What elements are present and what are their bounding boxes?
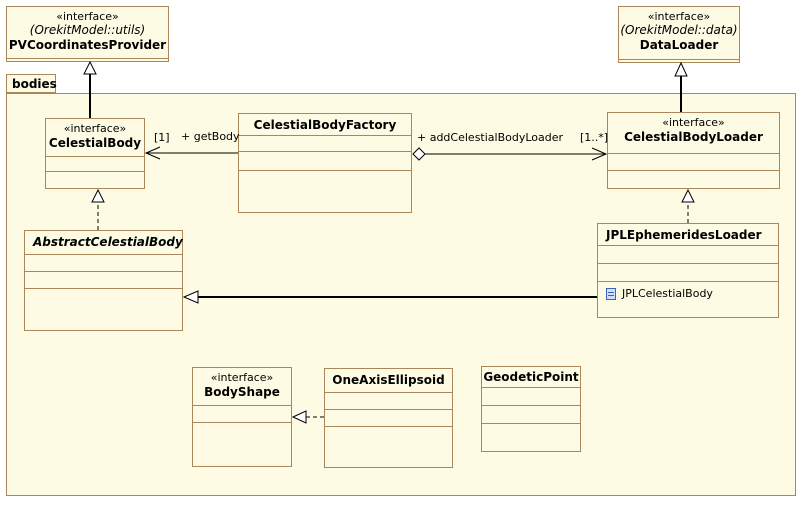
getbody-multiplicity: [1]: [154, 131, 170, 144]
celestialbodyfactory-class[interactable]: CelestialBodyFactory: [238, 113, 412, 213]
celestialbodyloader-header: «interface» CelestialBodyLoader: [608, 113, 779, 154]
stereotype: «interface»: [647, 10, 711, 23]
geodeticpoint-class[interactable]: GeodeticPoint: [481, 366, 581, 452]
inner-classes-compartment: JPLCelestialBody: [598, 282, 778, 317]
aggregation-addloader[interactable]: [412, 147, 608, 161]
celestialbody-header: «interface» CelestialBody: [46, 119, 144, 157]
attributes-compartment: [46, 157, 144, 172]
inner-class-member[interactable]: JPLCelestialBody: [598, 282, 778, 300]
stereotype: «interface»: [210, 371, 274, 384]
abstractcelestialbody-header: AbstractCelestialBody: [25, 231, 183, 255]
realization-jpl-loader[interactable]: [681, 188, 695, 223]
class-name: AbstractCelestialBody: [33, 235, 183, 249]
oneaxisellipsoid-class[interactable]: OneAxisEllipsoid: [324, 368, 453, 468]
celestialbodyfactory-header: CelestialBodyFactory: [239, 114, 411, 136]
class-name: PVCoordinatesProvider: [8, 38, 167, 52]
jplephemeridesloader-class[interactable]: JPLEphemeridesLoader JPLCelestialBody: [597, 223, 779, 318]
bodyshape-header: «interface» BodyShape: [193, 368, 291, 406]
class-name: CelestialBody: [48, 136, 142, 150]
inner-class-name: JPLCelestialBody: [622, 287, 713, 300]
generalization-celestialbody-pvprovider[interactable]: [83, 60, 97, 118]
dataloader-class[interactable]: «interface» (OrekitModel::data) DataLoad…: [618, 6, 740, 63]
addloader-multiplicity: [1..*]: [580, 131, 609, 144]
geodeticpoint-header: GeodeticPoint: [482, 367, 580, 388]
package-name: bodies: [12, 77, 57, 91]
stereotype: «interface»: [63, 122, 127, 135]
operations-compartment: [325, 410, 452, 427]
attributes-compartment: [608, 154, 779, 171]
class-name: CelestialBodyFactory: [253, 118, 397, 132]
class-name: JPLEphemeridesLoader: [606, 228, 762, 242]
class-name: OneAxisEllipsoid: [332, 373, 445, 387]
generalization-jplbody-abstract[interactable]: [182, 290, 597, 304]
attributes-compartment: [25, 255, 182, 272]
attributes-compartment: [193, 406, 291, 423]
realization-abstract-celestialbody[interactable]: [91, 188, 105, 230]
celestialbody-class[interactable]: «interface» CelestialBody: [45, 118, 145, 189]
class-icon: [606, 287, 616, 300]
class-name: DataLoader: [639, 38, 719, 52]
attributes-compartment: [482, 388, 580, 406]
namespace: (OrekitModel::utils): [29, 23, 146, 37]
class-name: BodyShape: [204, 385, 280, 399]
jplephemeridesloader-header: JPLEphemeridesLoader: [598, 224, 778, 246]
attributes-compartment: [325, 393, 452, 410]
class-name: GeodeticPoint: [483, 370, 579, 384]
operations-compartment: [482, 406, 580, 424]
celestialbodyloader-class[interactable]: «interface» CelestialBodyLoader: [607, 112, 780, 189]
stereotype: «interface»: [662, 116, 725, 129]
operations-compartment: [25, 272, 182, 289]
attributes-compartment: [239, 136, 411, 152]
operations-compartment: [598, 264, 778, 282]
stereotype: «interface»: [56, 10, 119, 23]
package-tab[interactable]: bodies: [6, 74, 57, 93]
attributes-compartment: [598, 246, 778, 264]
pvcoordinatesprovider-class[interactable]: «interface» (OrekitModel::utils) PVCoord…: [6, 6, 169, 62]
getbody-role: + getBody: [181, 130, 240, 143]
pvcoordinatesprovider-header: «interface» (OrekitModel::utils) PVCoord…: [7, 7, 168, 59]
bodyshape-class[interactable]: «interface» BodyShape: [192, 367, 292, 467]
generalization-loader-dataloader[interactable]: [674, 61, 688, 112]
realization-ellipsoid-bodyshape[interactable]: [291, 410, 324, 424]
namespace: (OrekitModel::data): [620, 23, 738, 37]
oneaxisellipsoid-header: OneAxisEllipsoid: [325, 369, 452, 393]
operations-compartment: [239, 152, 411, 171]
association-getbody[interactable]: [144, 146, 238, 160]
class-name: CelestialBodyLoader: [624, 130, 763, 144]
dataloader-header: «interface» (OrekitModel::data) DataLoad…: [619, 7, 739, 60]
abstractcelestialbody-class[interactable]: AbstractCelestialBody: [24, 230, 183, 331]
addloader-role: + addCelestialBodyLoader: [417, 131, 564, 144]
